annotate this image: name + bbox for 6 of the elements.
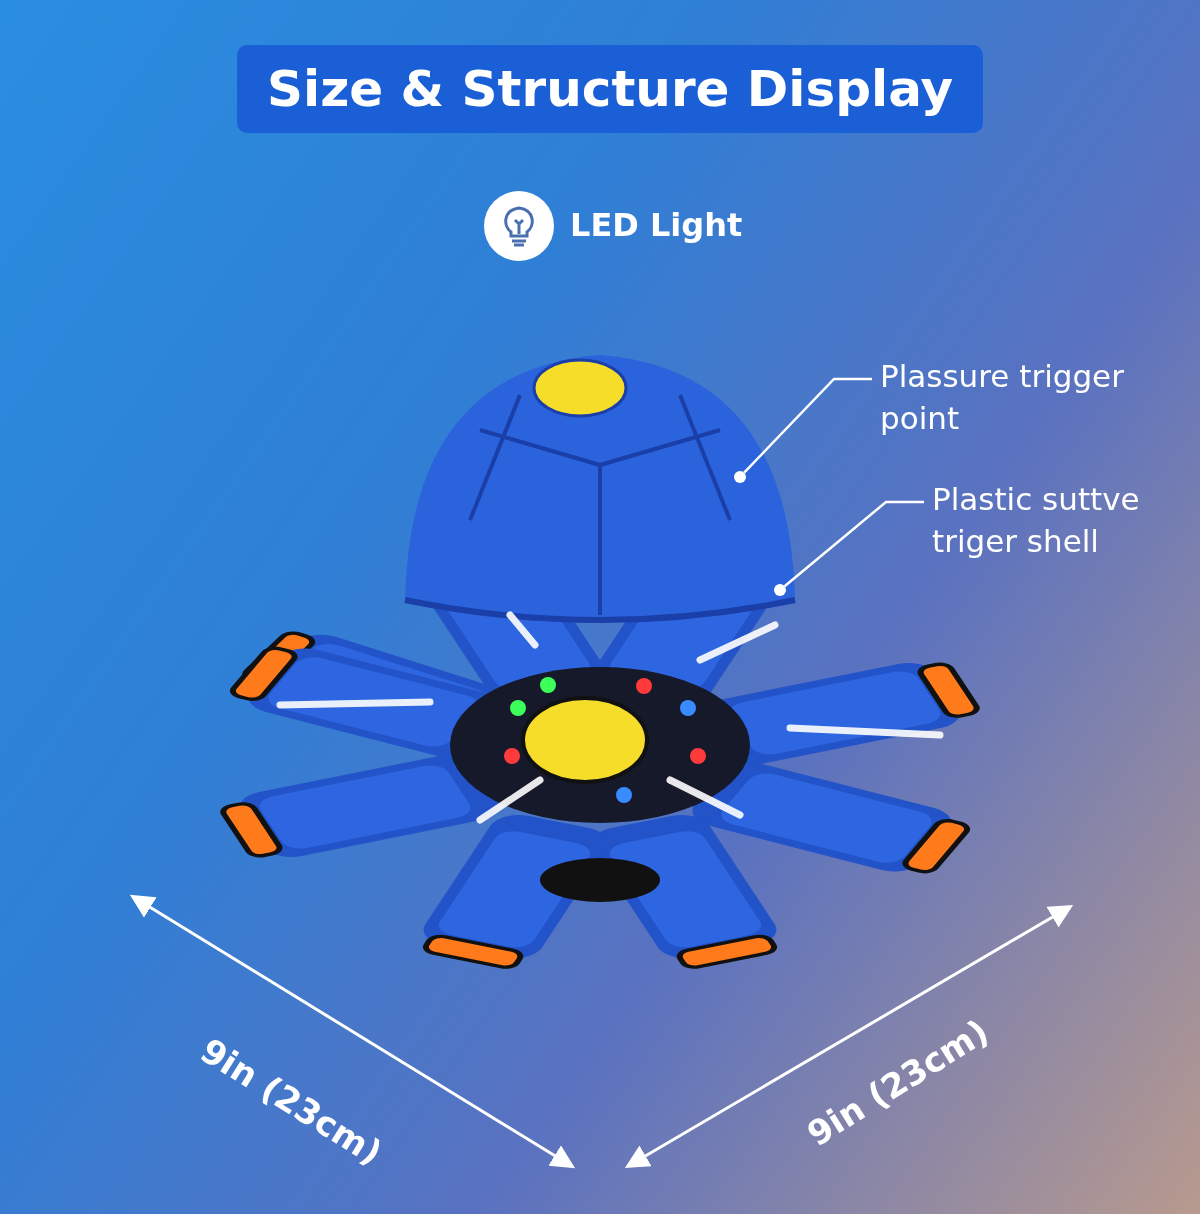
callout-label: Plastic suttve triger shell [932, 478, 1182, 562]
leader-line [783, 500, 924, 588]
feature-label: LED Light [570, 206, 743, 244]
title-banner: Size & Structure Display [237, 45, 983, 133]
leader-line [743, 377, 872, 474]
callout-label: Plassure trigger point [880, 355, 1130, 439]
